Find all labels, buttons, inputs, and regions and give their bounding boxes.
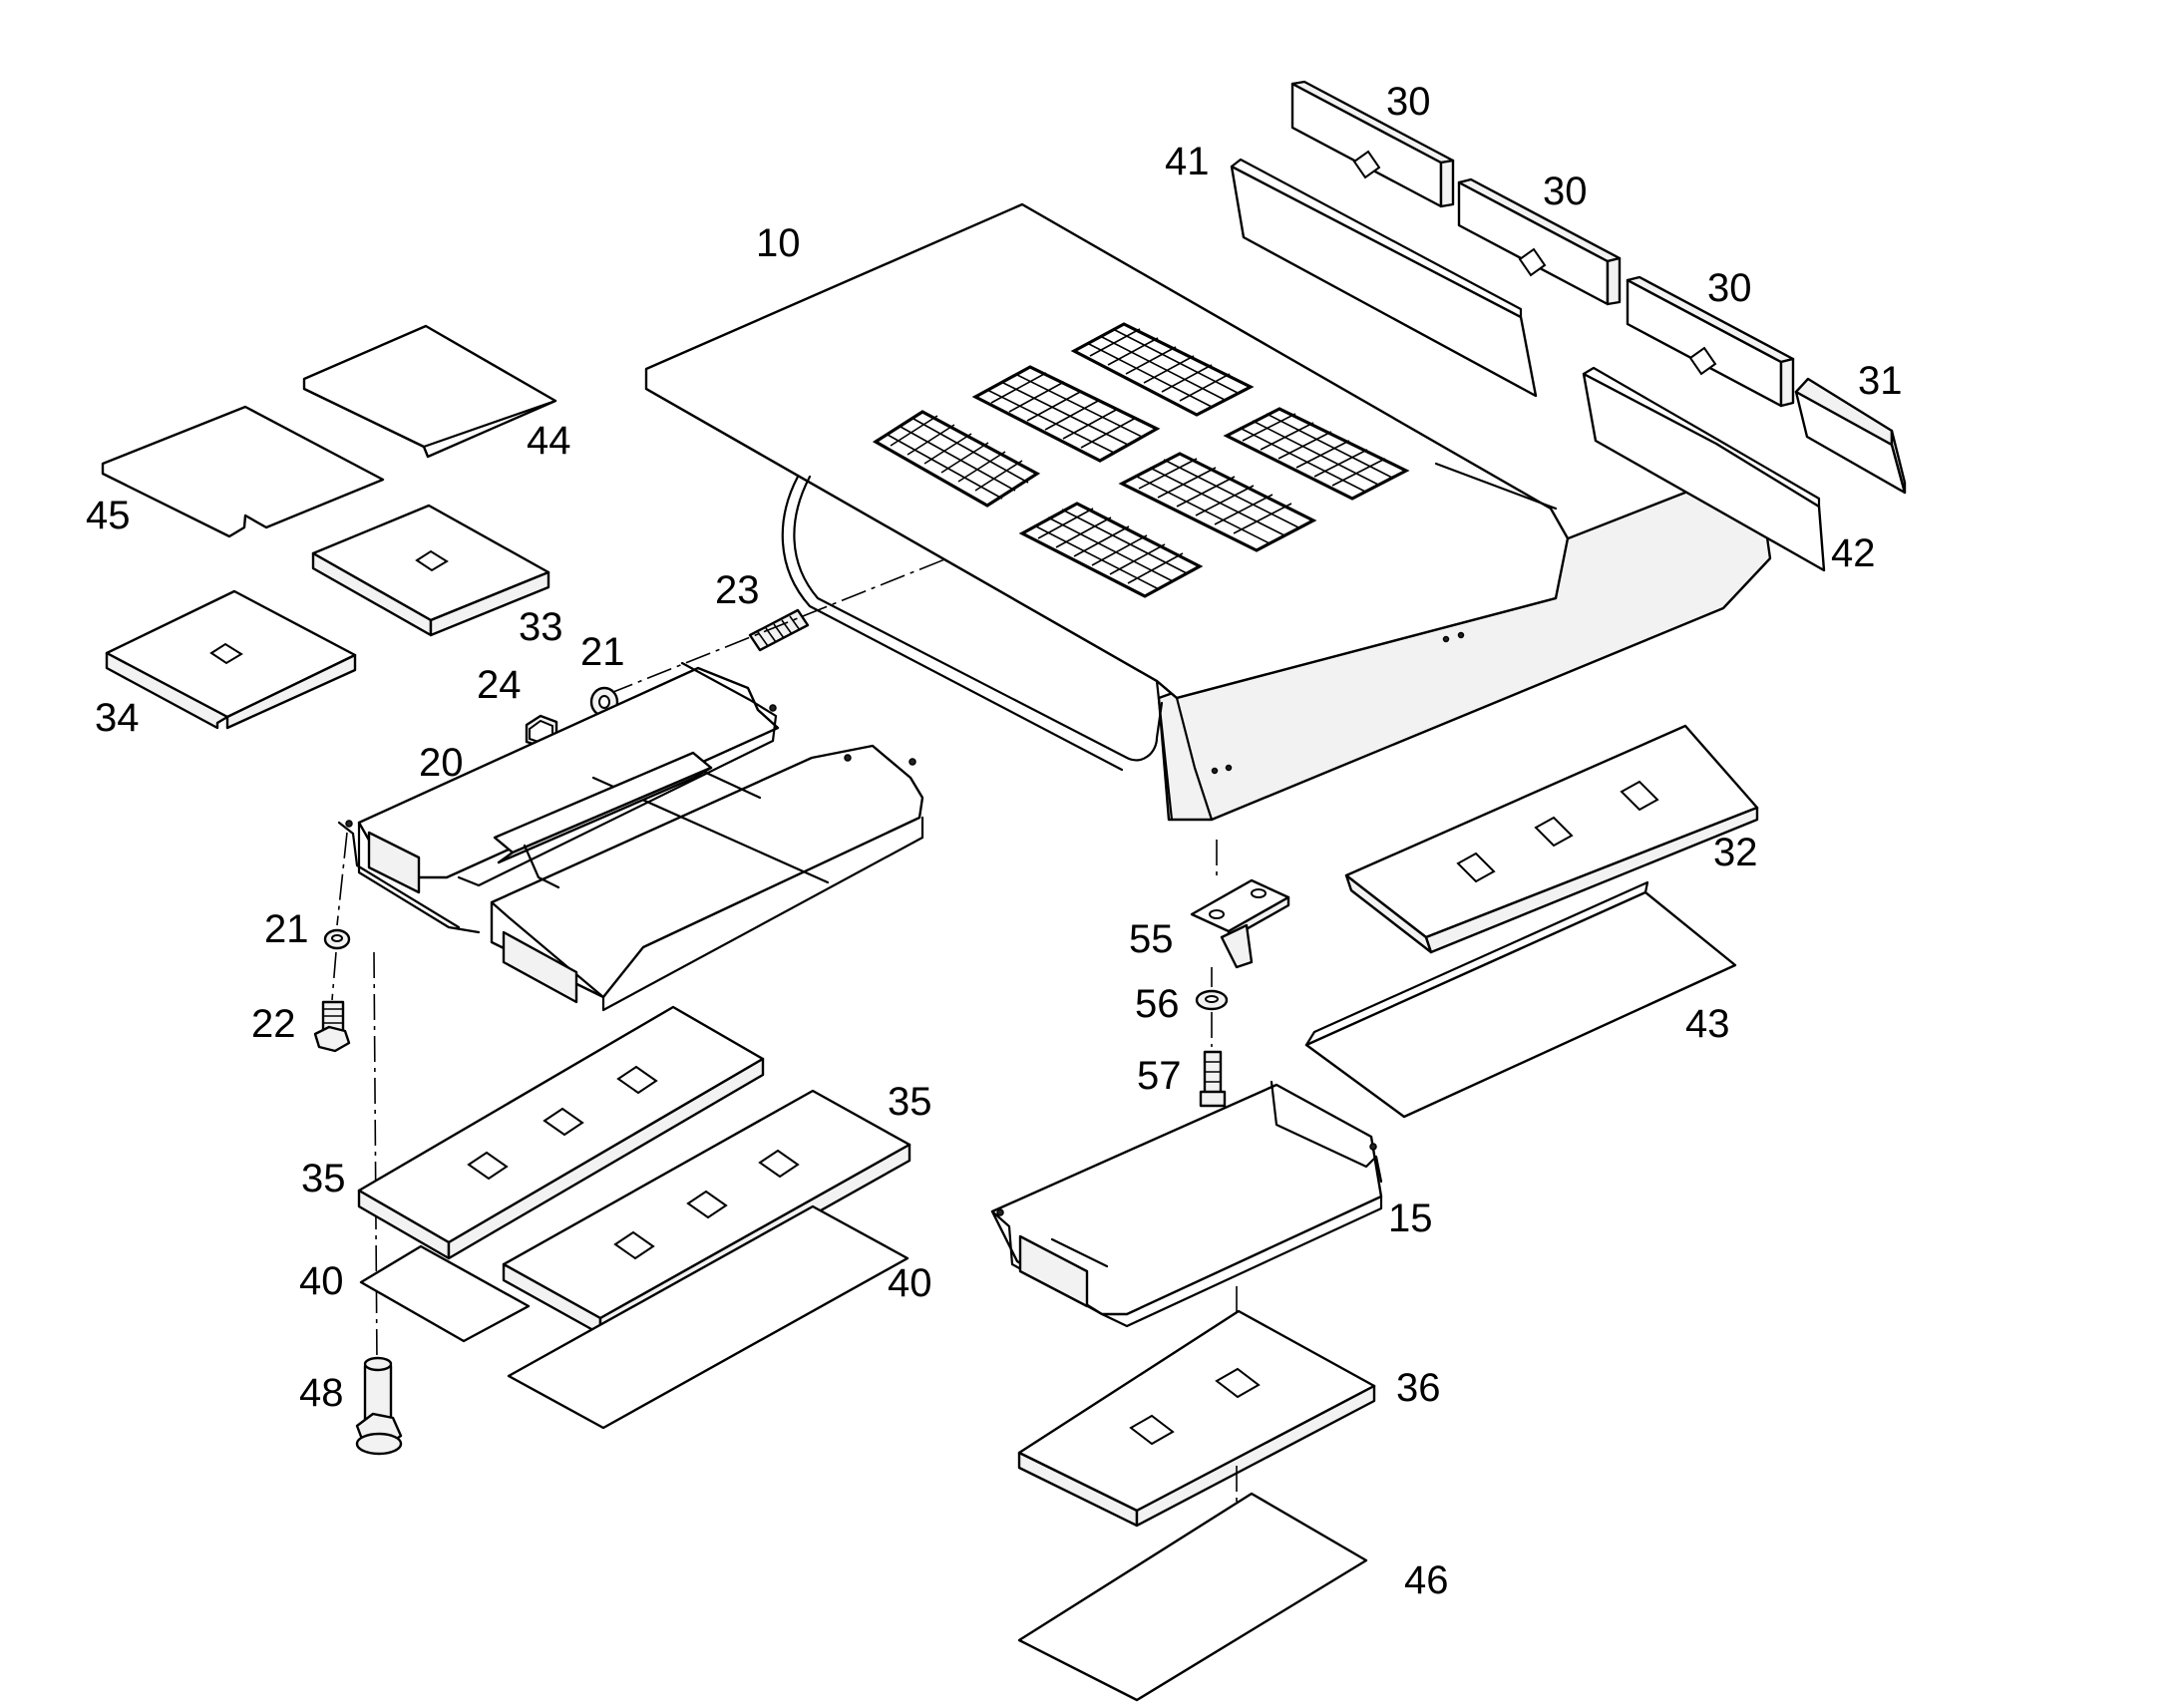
callout-41: 41 <box>1165 140 1210 183</box>
callout-45: 45 <box>86 494 131 537</box>
callout-30-a: 30 <box>1386 80 1431 124</box>
callout-40-left: 40 <box>299 1259 344 1303</box>
part-35-pad-left <box>357 1005 765 1260</box>
part-43-strip <box>1304 880 1737 1119</box>
part-40-sheet-right <box>507 1204 909 1430</box>
part-40-sheet-left <box>359 1244 531 1343</box>
callout-21-top: 21 <box>580 630 625 674</box>
callout-22: 22 <box>251 1002 296 1046</box>
part-23-spring <box>748 608 810 652</box>
part-44-sheet <box>302 324 557 459</box>
callout-56: 56 <box>1135 982 1180 1026</box>
callout-42: 42 <box>1831 531 1876 575</box>
part-55-bracket <box>1190 878 1290 969</box>
part-22-bolt <box>313 1000 351 1053</box>
callout-30-c: 30 <box>1707 266 1752 310</box>
callout-24: 24 <box>477 663 522 707</box>
part-41-strip <box>1230 158 1538 398</box>
callout-15: 15 <box>1388 1196 1433 1240</box>
callout-35-left: 35 <box>301 1157 346 1200</box>
hood-grille-5 <box>1118 452 1317 552</box>
part-56-washer <box>1195 989 1229 1011</box>
hood-grille-4 <box>1018 502 1204 598</box>
callout-46: 46 <box>1404 1558 1449 1602</box>
part-30-block-a <box>1290 80 1455 208</box>
callout-48: 48 <box>299 1371 344 1415</box>
callout-55: 55 <box>1129 917 1174 961</box>
part-32-pad <box>1344 724 1759 954</box>
part-42-strip <box>1582 366 1826 572</box>
callout-30-b: 30 <box>1543 170 1588 213</box>
part-34-pad <box>105 589 357 730</box>
hood-grille-6 <box>1223 407 1410 501</box>
callout-33: 33 <box>519 605 563 649</box>
part-45-sheet <box>101 405 385 538</box>
callout-10: 10 <box>756 221 801 265</box>
hood-grille-3 <box>1070 322 1255 417</box>
part-30-block-b <box>1457 177 1622 306</box>
part-33-pad <box>311 504 550 637</box>
part-30-block-c <box>1626 275 1795 408</box>
hood-grille-2 <box>971 365 1161 463</box>
callout-34: 34 <box>95 696 140 740</box>
part-57-screw <box>1199 1050 1227 1108</box>
part-15-tray <box>990 1080 1383 1328</box>
callout-23: 23 <box>715 568 760 612</box>
callout-31: 31 <box>1858 359 1903 403</box>
hood-grille-1 <box>872 410 1041 508</box>
callout-20: 20 <box>419 741 464 785</box>
callout-21-left: 21 <box>264 907 309 951</box>
callout-35-right: 35 <box>888 1080 932 1124</box>
callout-40-right: 40 <box>888 1261 932 1305</box>
callout-32: 32 <box>1713 831 1758 874</box>
callout-44: 44 <box>527 419 571 463</box>
part-10-hood <box>644 202 1772 822</box>
part-46-sheet <box>1017 1492 1368 1702</box>
callout-43: 43 <box>1685 1002 1730 1046</box>
part-48-bolt <box>355 1356 403 1456</box>
callout-57: 57 <box>1137 1054 1182 1098</box>
part-21-washer-left <box>323 928 351 950</box>
part-36-pad <box>1017 1309 1376 1528</box>
callout-36: 36 <box>1396 1366 1441 1410</box>
part-31-block <box>1794 377 1907 495</box>
part-20-tray-frame <box>337 661 924 1012</box>
